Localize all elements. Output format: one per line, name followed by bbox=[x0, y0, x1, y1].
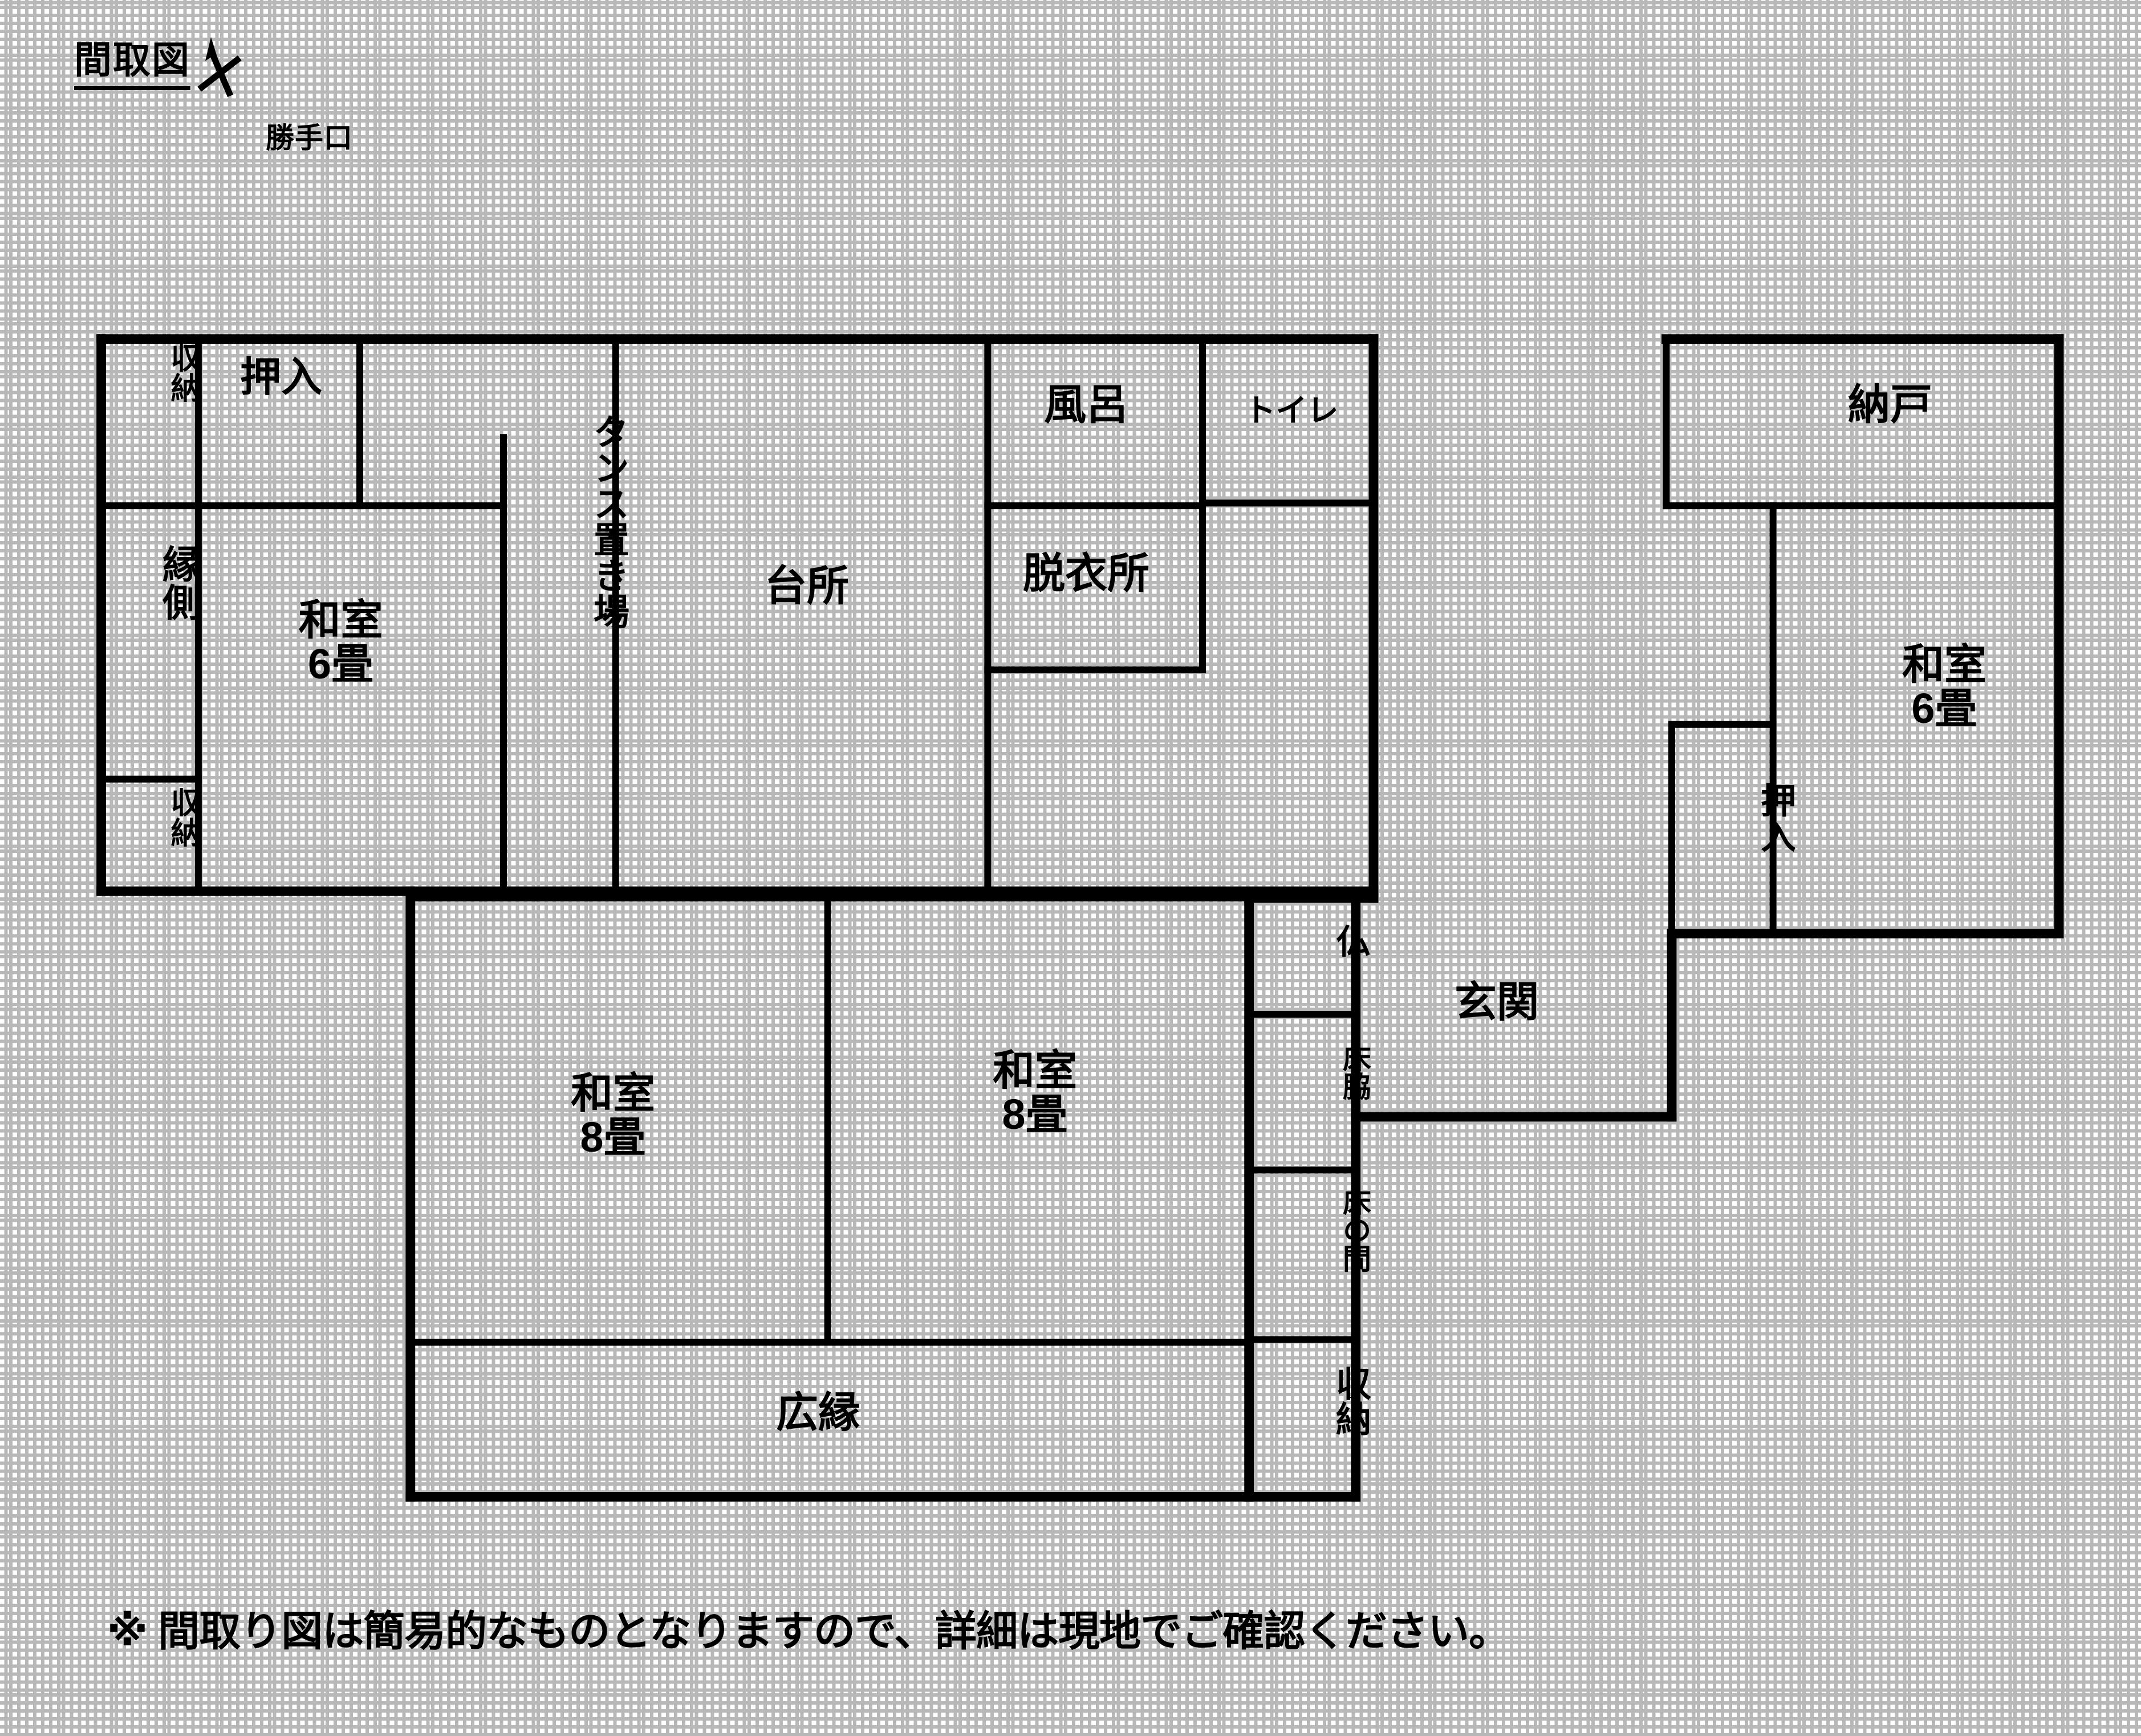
room-label-washitsu6-left: 和室 6畳 bbox=[298, 596, 383, 688]
back-door-label: 勝手口 bbox=[266, 122, 353, 154]
room-label-daidokoro: 台所 bbox=[765, 562, 849, 609]
room-label-washitsu6-right: 和室 6畳 bbox=[1902, 641, 1986, 732]
room-label-engawa: 縁側 bbox=[157, 544, 200, 621]
room-label-tokowaki: 床脇 bbox=[1339, 1043, 1371, 1100]
room-label-furo: 風呂 bbox=[1044, 381, 1128, 428]
room-label-shuunou-bottom: 収納 bbox=[1330, 1365, 1370, 1436]
room-label-nando: 納戸 bbox=[1848, 381, 1932, 428]
footnote-disclaimer: ※ 間取り図は簡易的なものとなりますので、詳細は現地でご確認ください。 bbox=[107, 1608, 1510, 1654]
room-label-hiroen: 広縁 bbox=[776, 1389, 860, 1436]
room-label-washitsu8-left: 和室 8畳 bbox=[571, 1070, 655, 1161]
room-label-tansu-okiba: タンス置き場 bbox=[588, 413, 628, 629]
room-label-tokonoma: 床の間 bbox=[1339, 1187, 1371, 1272]
room-label-toilet: トイレ bbox=[1244, 393, 1339, 428]
room-label-oshiire-left: 押入 bbox=[239, 355, 322, 400]
page-title: 間取図 bbox=[74, 30, 190, 90]
room-label-shuunou-top: 収納 bbox=[166, 342, 200, 403]
room-label-oshiire-right: 押入 bbox=[1755, 782, 1794, 853]
north-arrow-icon bbox=[197, 37, 242, 97]
room-label-washitsu8-right: 和室 8畳 bbox=[993, 1047, 1077, 1138]
room-label-genkan: 玄関 bbox=[1455, 978, 1539, 1026]
room-label-hotoke: 仏 bbox=[1331, 924, 1370, 958]
room-label-shuunou-left: 収納 bbox=[166, 787, 200, 847]
room-label-datsuijo: 脱衣所 bbox=[1023, 550, 1149, 597]
